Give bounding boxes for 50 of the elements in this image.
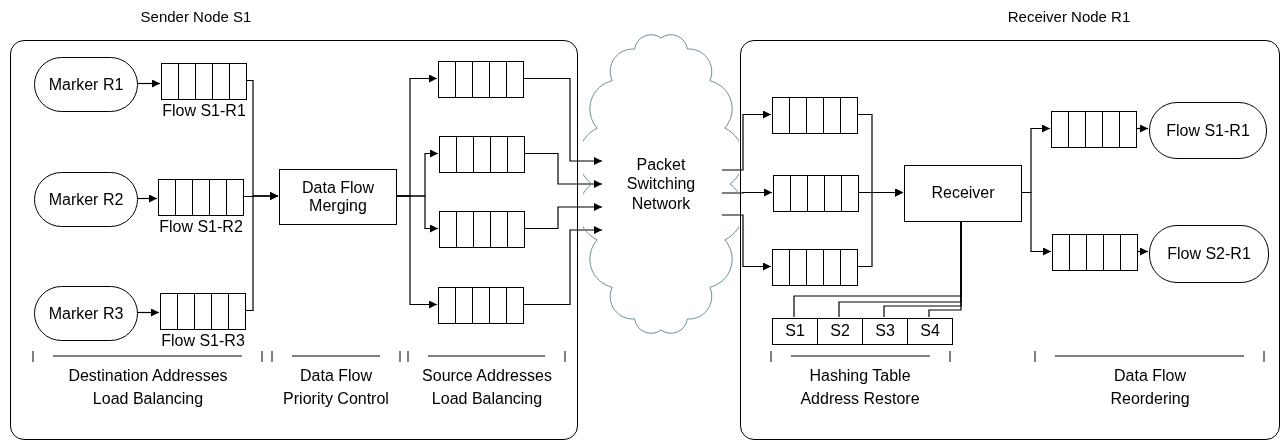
queue-box bbox=[158, 179, 244, 216]
section-label: Hashing Table Address Restore bbox=[799, 366, 921, 409]
section-label: Destination Addresses Load Balancing bbox=[67, 366, 229, 409]
table-cell: S4 bbox=[907, 318, 953, 345]
terminal-node: Marker R2 bbox=[34, 172, 138, 227]
queue-box bbox=[439, 136, 525, 173]
queue-box bbox=[438, 287, 524, 324]
arrow bbox=[1135, 124, 1149, 133]
queue-box bbox=[772, 249, 858, 286]
terminal-node: Flow S1-R1 bbox=[1149, 102, 1267, 159]
arrow bbox=[721, 214, 772, 271]
arrow bbox=[721, 110, 772, 171]
arrow bbox=[136, 194, 158, 203]
queue-box bbox=[160, 293, 246, 330]
queue-label: Flow S1-R2 bbox=[158, 218, 244, 236]
arrow bbox=[395, 195, 438, 309]
queue-box bbox=[1052, 234, 1138, 271]
connector-line bbox=[928, 220, 962, 318]
table-cell: S2 bbox=[817, 318, 863, 345]
process-box: Data Flow Merging bbox=[279, 169, 397, 225]
terminal-node: Flow S2-R1 bbox=[1149, 225, 1269, 283]
process-box: Receiver bbox=[904, 165, 1022, 222]
node-label: Packet Switching Network bbox=[625, 155, 697, 213]
queue-box bbox=[439, 211, 525, 248]
arrow bbox=[523, 152, 603, 188]
queue-box bbox=[773, 175, 859, 212]
section-label: Source Addresses Load Balancing bbox=[421, 366, 553, 409]
queue-label: Flow S1-R3 bbox=[160, 332, 246, 350]
arrow bbox=[856, 188, 904, 268]
queue-box bbox=[772, 97, 858, 134]
table-cell: S1 bbox=[772, 318, 818, 345]
section-label: Data Flow Reordering bbox=[1109, 366, 1191, 409]
arrow bbox=[523, 203, 603, 230]
arrow bbox=[522, 226, 603, 306]
panel-heading: Receiver Node R1 bbox=[1006, 8, 1132, 25]
queue-box bbox=[1051, 111, 1137, 148]
arrow bbox=[136, 308, 160, 317]
arrow bbox=[522, 77, 603, 165]
terminal-node: Marker R1 bbox=[34, 57, 138, 112]
queue-box bbox=[438, 61, 524, 98]
queue-box bbox=[161, 63, 247, 100]
arrow bbox=[721, 188, 773, 197]
section-label: Data Flow Priority Control bbox=[282, 366, 390, 409]
terminal-node: Marker R3 bbox=[34, 286, 138, 341]
table-cell: S3 bbox=[862, 318, 908, 345]
panel-heading: Sender Node S1 bbox=[139, 8, 253, 25]
queue-label: Flow S1-R1 bbox=[161, 102, 247, 120]
arrow bbox=[244, 192, 279, 312]
arrow bbox=[1136, 247, 1149, 256]
arrow bbox=[136, 79, 161, 88]
